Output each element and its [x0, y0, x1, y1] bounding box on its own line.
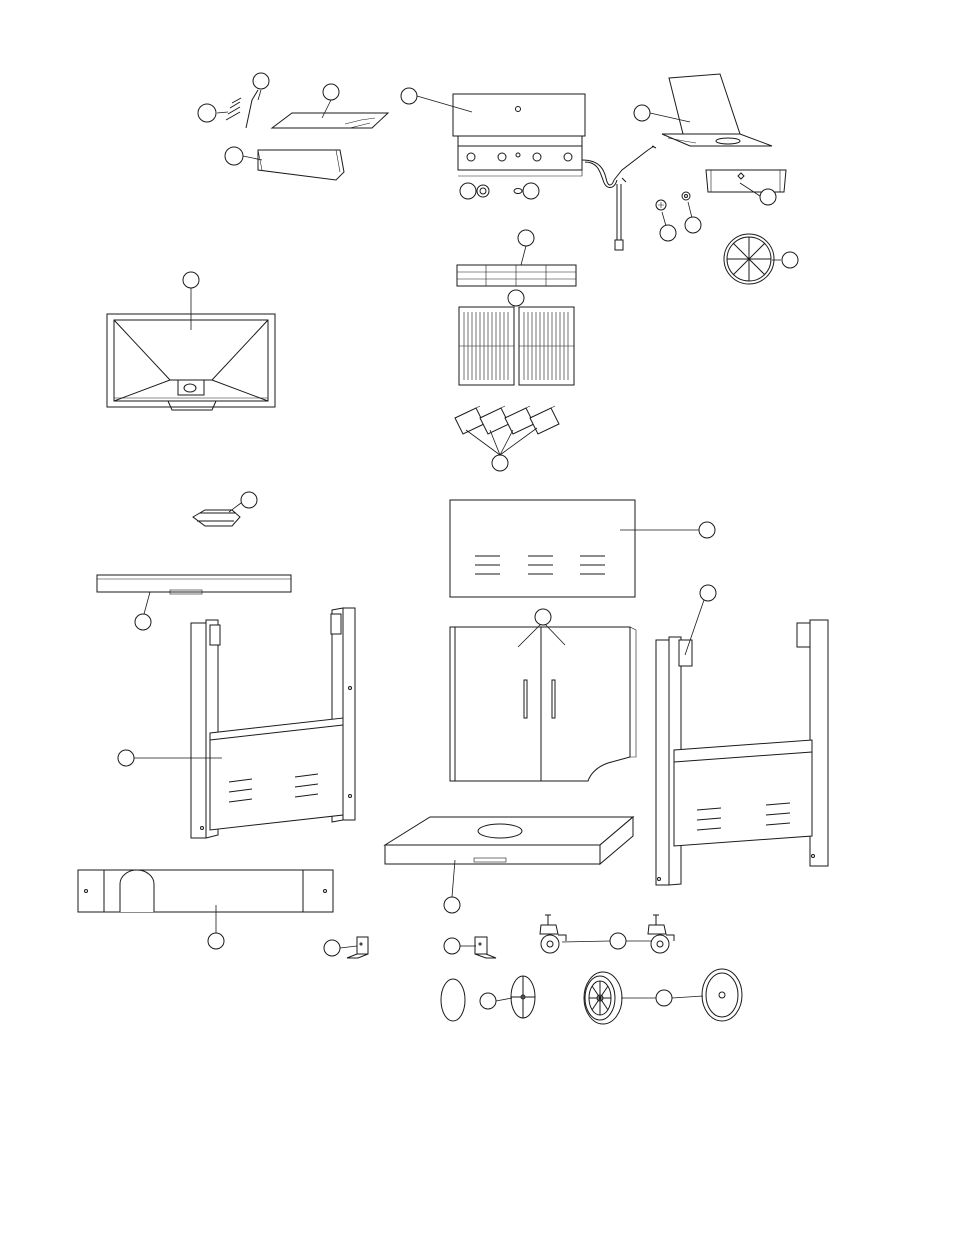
bottom-tray [78, 870, 333, 912]
flame-tamers [455, 406, 559, 434]
side-burner-panel [706, 170, 786, 192]
regulator-hose [582, 146, 656, 250]
casters [540, 915, 674, 953]
bracket-b [475, 937, 496, 958]
callout-bracket-a [324, 940, 357, 956]
main-lid [453, 94, 585, 176]
control-knob [477, 185, 489, 197]
side-burner-grate [724, 234, 774, 284]
side-burner-knob-a [656, 200, 666, 210]
callout-rear-crossbar [135, 592, 151, 630]
bracket-a [347, 937, 368, 958]
cooking-grates [459, 307, 574, 385]
side-burner-lid [662, 74, 772, 146]
warming-rack [272, 113, 388, 128]
rear-crossbar [97, 575, 291, 594]
callout-wheels [621, 990, 703, 1006]
grease-cup [193, 510, 240, 526]
callout-bracket-b [444, 938, 476, 954]
callout-tool-hooks [198, 73, 269, 122]
callout-side-shelf [444, 860, 460, 913]
callout-grease-cup [229, 492, 257, 512]
doors [450, 627, 636, 781]
heat-shield [258, 150, 344, 180]
left-leg-assembly [191, 608, 355, 838]
electrode [514, 189, 522, 194]
warming-grate [457, 265, 576, 286]
tool-hooks [226, 90, 258, 128]
back-panel [450, 500, 635, 597]
callout-warming-grate [518, 230, 534, 265]
callout-side-burner-grate [772, 252, 798, 268]
callout-flame-tamers [466, 428, 537, 471]
side-burner-knob-b [682, 192, 690, 200]
callout-tank-plate [480, 993, 512, 1009]
right-leg-assembly [656, 620, 828, 885]
callout-casters [562, 933, 651, 949]
callout-cooking-grates [508, 290, 524, 306]
callout-heat-shield [225, 147, 262, 165]
callout-knobs-side [660, 202, 701, 241]
callout-knob [460, 183, 539, 199]
side-shelf [385, 817, 633, 864]
